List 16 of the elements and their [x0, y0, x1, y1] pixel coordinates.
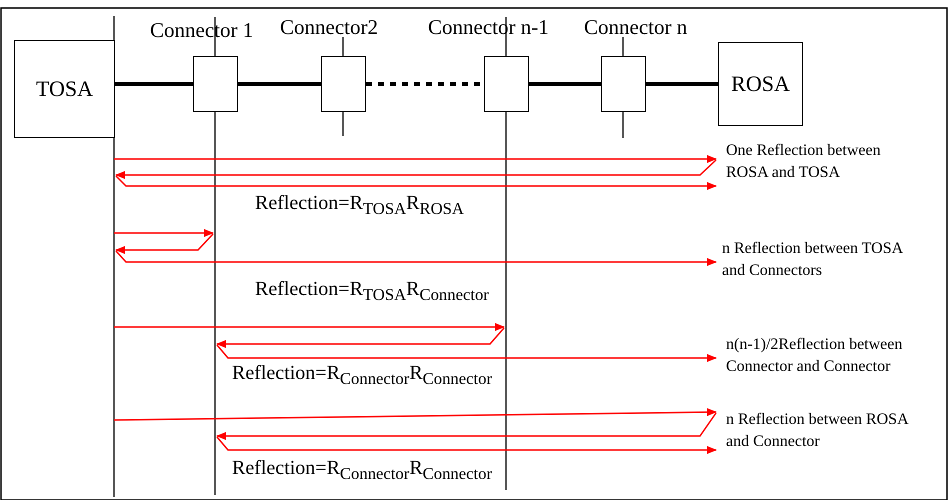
reflection-formula: Reflection=R$_{Connector}$R$_{Connector}$ [232, 457, 492, 484]
fiber-line [646, 82, 718, 86]
connector-label: Connector2 [280, 15, 378, 40]
connector-label: Connector n [584, 15, 688, 40]
fiber-line [529, 82, 601, 86]
fiber-line [238, 82, 321, 86]
reflection-description: One Reflection between ROSA and TOSA [726, 141, 882, 183]
reflection-formula: Reflection=R$_{Connector}$R$_{Connector}$ [232, 362, 492, 389]
reflection-description: n Reflection between ROSA and Connector [726, 410, 910, 452]
reflection-formula: Reflection=R$_{TOSA}$R$_{ROSA}$ [255, 192, 464, 219]
fiber-line [115, 82, 193, 86]
module-box: TOSA [14, 40, 115, 138]
reflection-formula: Reflection=R$_{TOSA}$R$_{Connector}$ [255, 278, 489, 305]
reflection-description: n(n-1)/2Reflection between Connector and Connector [726, 335, 904, 377]
reflection-description: n Reflection between TOSA and Connectors [722, 239, 904, 281]
module-box: ROSA [718, 42, 803, 126]
